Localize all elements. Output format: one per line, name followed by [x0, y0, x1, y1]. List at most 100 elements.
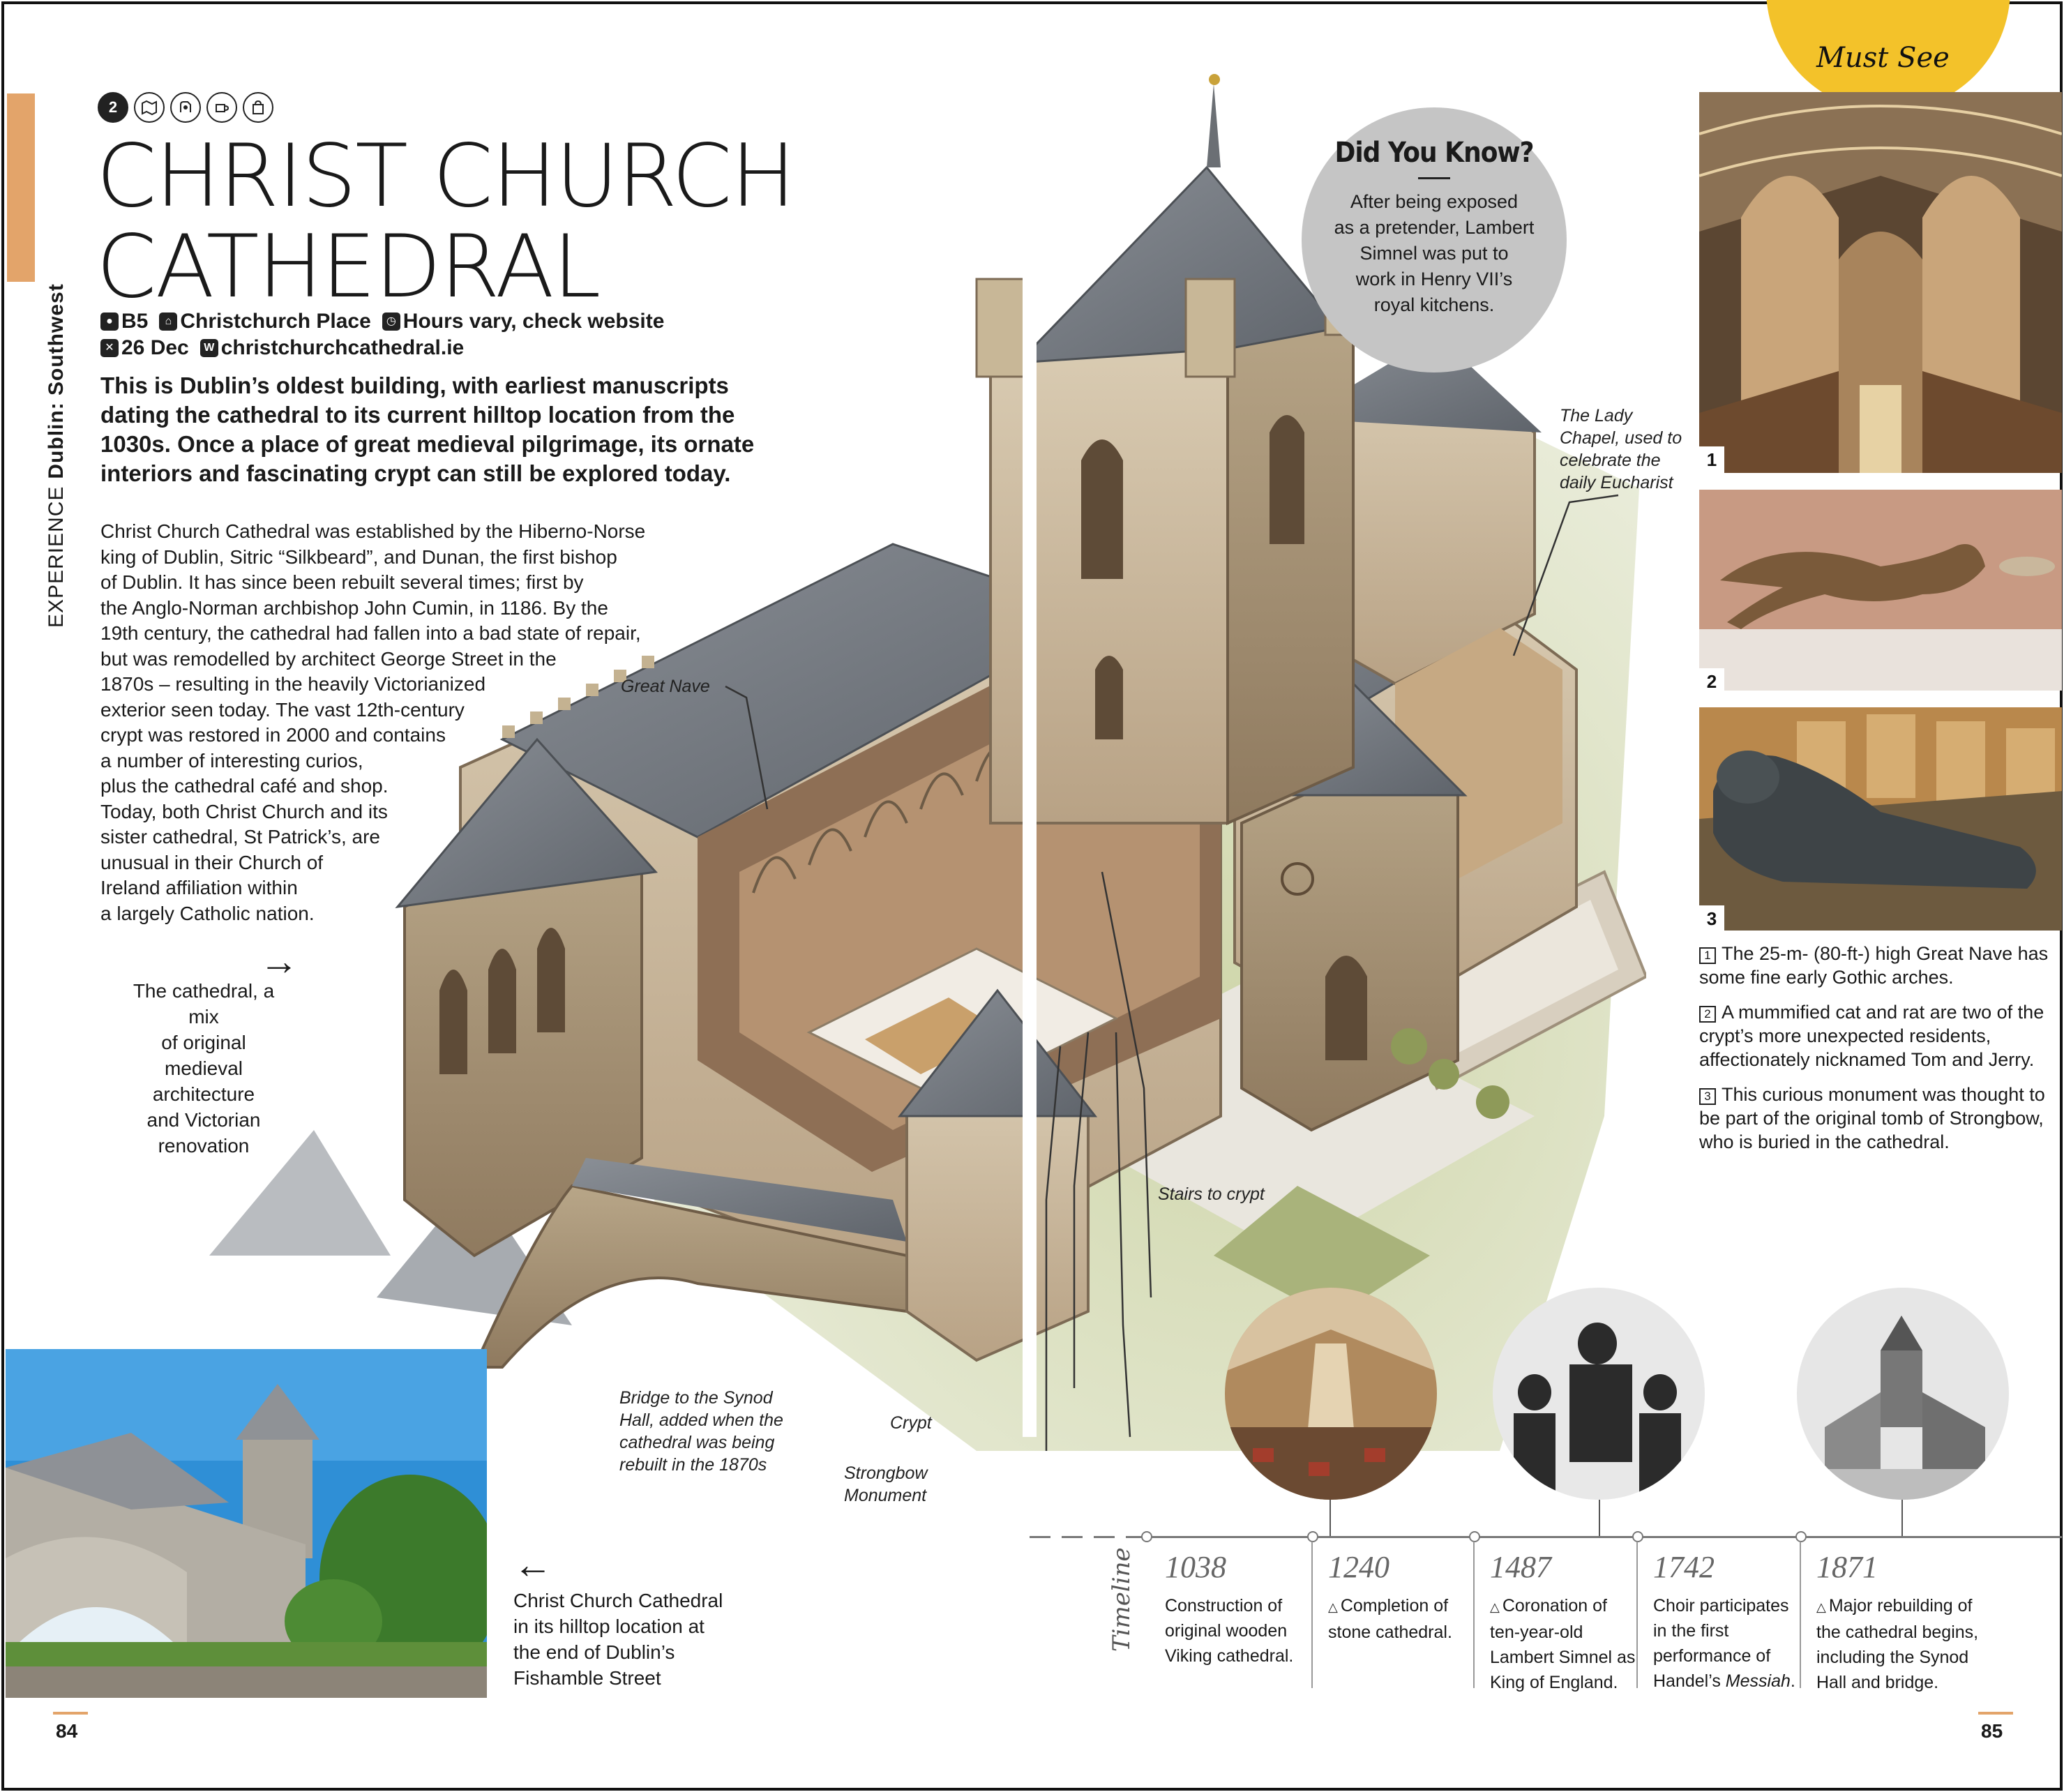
timeline-year: 1487 — [1490, 1550, 1551, 1584]
timeline-text-line: including the Synod — [1816, 1648, 1969, 1667]
grid-ref: ●B5 — [100, 308, 148, 335]
timeline-text-line: Completion of — [1340, 1596, 1449, 1616]
label-bridge-line: cathedral was being — [619, 1433, 775, 1452]
timeline-text-line: performance of — [1653, 1646, 1771, 1666]
timeline-text-line: King of England. — [1490, 1673, 1618, 1692]
timeline-separator — [1311, 1542, 1313, 1688]
body-line: a number of interesting curios, — [100, 749, 363, 771]
timeline-dash — [1094, 1536, 1115, 1538]
timeline-dash — [1030, 1536, 1050, 1538]
timeline-dash — [1126, 1536, 1147, 1538]
label-strongbow-line: Strongbow — [844, 1463, 928, 1483]
intro-paragraph: This is Dublin’s oldest building, with e… — [100, 372, 755, 486]
timeline-text-line: Coronation of — [1502, 1596, 1607, 1616]
timeline-entry: 1742 Choir participates in the first per… — [1653, 1550, 1807, 1694]
label-great-nave: Great Nave — [621, 677, 710, 696]
photo-mummified-cat-rat — [1699, 490, 2062, 691]
timeline-line — [1030, 1536, 2062, 1538]
sight-number-badge: 2 — [98, 92, 128, 123]
hours: ◷Hours vary, check website — [382, 308, 665, 335]
timeline-text-line: Major rebuilding of — [1828, 1596, 1973, 1616]
did-you-know-bubble: Did You Know? After being exposed as a p… — [1302, 107, 1567, 372]
map-icon — [134, 92, 165, 123]
timeline-year: 1240 — [1328, 1550, 1389, 1584]
timeline-image-sketch — [1797, 1288, 2009, 1500]
label-lady-line: celebrate the — [1560, 451, 1661, 470]
body-line: exterior seen today. The vast 12th-centu… — [100, 698, 465, 721]
web-icon: W — [199, 339, 218, 357]
caption-line: in its hilltop location at — [513, 1616, 705, 1637]
closed-dates: ✕26 Dec — [100, 335, 189, 361]
label-bridge-line: rebuilt in the 1870s — [619, 1455, 767, 1475]
body-line: Ireland affiliation within — [100, 877, 298, 898]
closed-text: 26 Dec — [121, 336, 189, 359]
body-line: of Dublin. It has since been rebuilt sev… — [100, 571, 584, 593]
triangle-marker-icon: △ — [1328, 1600, 1338, 1614]
grid-ref-text: B5 — [121, 310, 149, 333]
timeline-dot — [1795, 1531, 1807, 1542]
body-line: 19th century, the cathedral had fallen i… — [100, 622, 641, 644]
timeline-stem — [1901, 1500, 1903, 1537]
note-number-box: 2 — [1699, 1006, 1716, 1023]
website-link[interactable]: christchurchcathedral.ie — [220, 336, 465, 359]
timeline-dash-gap — [1030, 1536, 1148, 1538]
note-number-box: 3 — [1699, 1088, 1716, 1105]
body-line: sister cathedral, St Patrick’s, are — [100, 826, 380, 848]
timeline-text: Choir participates in the first performa… — [1653, 1593, 1807, 1694]
timeline-text-line: Hall and bridge. — [1816, 1673, 1939, 1692]
photo-cathedral-exterior — [6, 1349, 487, 1698]
caption-line: the end of Dublin’s — [513, 1641, 675, 1663]
timeline-dot — [1141, 1531, 1152, 1542]
label-strongbow: Strongbow Monument — [844, 1462, 928, 1507]
title-line-2: CATHEDRAL — [96, 217, 601, 317]
timeline-text-line: in the first — [1653, 1621, 1729, 1641]
triangle-marker-icon: △ — [1816, 1600, 1826, 1614]
timeline-text-line: Viking cathedral. — [1165, 1646, 1294, 1666]
location-pin-icon: ● — [100, 313, 119, 331]
timeline-stem — [1599, 1500, 1600, 1537]
timeline-separator — [1473, 1542, 1475, 1688]
timeline-text: △Completion of stone cathedral. — [1328, 1593, 1482, 1645]
timeline-dot — [1469, 1531, 1480, 1542]
dyk-line: royal kitchens. — [1373, 294, 1495, 315]
timeline-entry: 1487 △Coronation of ten-year-old Lambert… — [1490, 1550, 1643, 1695]
must-see-label: Must See — [1816, 42, 1950, 74]
timeline-entry: 1871 △Major rebuilding of the cathedral … — [1816, 1550, 1991, 1695]
timeline-separator — [1636, 1542, 1638, 1688]
timeline-stem — [1329, 1500, 1331, 1537]
body-text: Christ Church Cathedral was established … — [100, 519, 645, 926]
label-stairs-to-crypt: Stairs to crypt — [1158, 1184, 1265, 1204]
label-lady-line: The Lady — [1560, 406, 1633, 426]
body-line: 1870s – resulting in the heavily Victori… — [100, 673, 486, 695]
page-number-right: 85 — [1981, 1720, 2003, 1742]
hours-text: Hours vary, check website — [402, 310, 665, 333]
timeline-text: Construction of original wooden Viking c… — [1165, 1593, 1318, 1669]
body-line: unusual in their Church of — [100, 851, 324, 873]
triangle-marker-icon: △ — [1490, 1600, 1500, 1614]
label-bridge-line: Hall, added when the — [619, 1410, 783, 1430]
body-line: a largely Catholic nation. — [100, 902, 315, 924]
body-line: crypt was restored in 2000 and contains — [100, 724, 446, 746]
body-line: Christ Church Cathedral was established … — [100, 520, 646, 542]
timeline-text: △Coronation of ten-year-old Lambert Simn… — [1490, 1593, 1643, 1695]
caption-line: of original medieval — [161, 1032, 246, 1079]
label-bridge: Bridge to the Synod Hall, added when the… — [619, 1387, 783, 1476]
home-icon: ⌂ — [159, 313, 178, 331]
page-number-left: 84 — [56, 1720, 78, 1742]
note-text: A mummified cat and rat are two of the c… — [1699, 1002, 2044, 1070]
feature-icon-row: 2 — [98, 92, 273, 123]
photo-number: 2 — [1699, 668, 1724, 695]
dyk-line: as a pretender, Lambert — [1334, 217, 1535, 238]
info-row-1: ●B5 ⌂Christchurch Place ◷Hours vary, che… — [100, 308, 664, 335]
timeline-entry: 1240 △Completion of stone cathedral. — [1328, 1550, 1482, 1645]
caption-line: renovation — [158, 1135, 250, 1157]
timeline-entry: 1038 Construction of original wooden Vik… — [1165, 1550, 1318, 1669]
label-strongbow-line: Monument — [844, 1486, 927, 1505]
timeline-year: 1742 — [1653, 1550, 1715, 1584]
timeline-image-engraving — [1493, 1288, 1705, 1500]
timeline-dash — [1062, 1536, 1083, 1538]
section-label-prefix: EXPERIENCE — [45, 485, 68, 628]
timeline-text-line: original wooden — [1165, 1621, 1288, 1641]
